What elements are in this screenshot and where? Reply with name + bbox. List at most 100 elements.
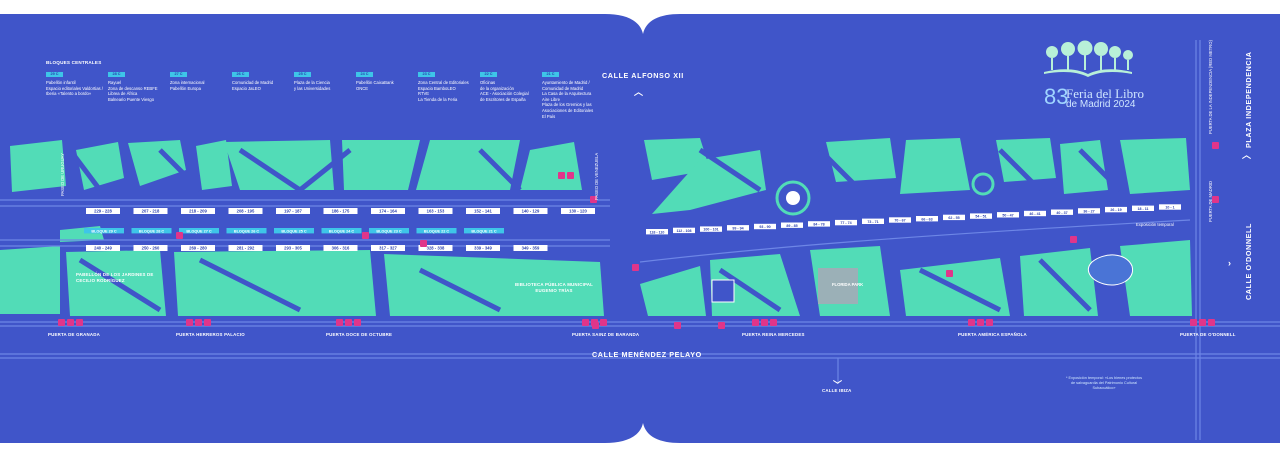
booth-block[interactable]	[997, 212, 1019, 218]
booth-block[interactable]	[86, 208, 120, 214]
booth-label: 36 - 27	[1083, 210, 1094, 214]
legend-item: RTVE	[418, 91, 430, 97]
booth-label: 163 - 153	[427, 209, 445, 214]
booth-block[interactable]	[418, 245, 453, 251]
booth-block[interactable]	[1159, 204, 1181, 210]
booth-label: 186 - 175	[332, 209, 350, 214]
booth-block[interactable]	[943, 214, 965, 221]
booth-block[interactable]	[369, 228, 409, 234]
booth-block[interactable]	[228, 208, 263, 214]
legend-item: Zona internacional	[170, 80, 205, 85]
booth-block[interactable]	[131, 228, 172, 234]
booth-block[interactable]	[181, 208, 215, 214]
legend-item: de la organización	[480, 85, 514, 91]
booth-block[interactable]	[970, 213, 992, 219]
booth-block[interactable]	[889, 217, 911, 223]
service-pictogram-icon	[558, 172, 565, 179]
service-pictogram-icon	[674, 322, 681, 329]
legend-chip: 21 C	[542, 72, 559, 77]
booth-block[interactable]	[466, 245, 500, 251]
booth-block[interactable]	[321, 228, 362, 234]
booth-block[interactable]	[727, 225, 749, 231]
booth-block[interactable]	[1105, 206, 1127, 213]
legend-item: ONCE	[356, 85, 369, 91]
fair-title: Feria del Libro	[1066, 86, 1144, 101]
booth-block[interactable]	[133, 245, 168, 251]
service-pictogram-icon	[946, 270, 953, 277]
booth-label: BLOQUE 27 C	[186, 229, 212, 233]
booth-label: 197 - 187	[284, 209, 302, 214]
booth-label: 218 - 209	[189, 209, 207, 214]
booth-label: 10 - 1	[1165, 206, 1174, 210]
booth-block[interactable]	[916, 216, 938, 222]
booth-label: 54 - 51	[975, 215, 986, 219]
legend-item: Comunidad de Madrid	[232, 80, 274, 85]
booth-block[interactable]	[86, 245, 120, 251]
legend-item: Iberia «Talento a bordo»	[46, 91, 92, 97]
street-alfonso-xii: CALLE ALFONSO XII	[602, 71, 684, 80]
street-venezuela: PASEO DE VENEZUELA	[594, 152, 599, 200]
booth-block[interactable]	[466, 208, 500, 214]
booth-block[interactable]	[835, 219, 857, 226]
booth-block[interactable]	[274, 228, 314, 234]
booth-block[interactable]	[781, 222, 803, 228]
legend-item: Asociaciones de Editoriales	[542, 107, 594, 113]
booth-label: 66 - 63	[921, 217, 932, 221]
legend-item: La Tienda de la Feria	[418, 96, 458, 102]
legend-item: Espacio JaLEO	[232, 85, 261, 91]
booth-block[interactable]	[179, 228, 219, 234]
gate-pictogram-icon	[977, 319, 984, 326]
fair-subtitle: de Madrid 2024	[1066, 99, 1136, 110]
booth-block[interactable]	[464, 228, 504, 234]
booth-block[interactable]	[84, 228, 124, 234]
booth-label: 99 - 94	[732, 226, 743, 230]
booth-block[interactable]	[700, 226, 722, 232]
gate-label: PUERTA REINA MERCEDES	[742, 332, 805, 337]
booth-block[interactable]	[808, 221, 830, 227]
legend-item: Zona de descanso REBFE	[108, 85, 158, 91]
booth-block[interactable]	[561, 208, 595, 214]
chevron-up-icon: ︿	[634, 87, 644, 97]
booth-block[interactable]	[1078, 208, 1100, 214]
gate-label: PUERTA DE GRANADA	[48, 332, 100, 337]
booth-block[interactable]	[513, 208, 548, 214]
booth-block[interactable]	[513, 245, 548, 251]
legend-chip: 25 C	[294, 72, 311, 77]
legend-item: Espacio BamboLEO	[418, 85, 456, 91]
gate-pictogram-icon	[752, 319, 759, 326]
booth-block[interactable]	[1051, 209, 1073, 215]
booth-label: 174 - 164	[379, 209, 397, 214]
booth-block[interactable]	[1132, 205, 1154, 211]
booth-block[interactable]	[133, 208, 168, 214]
service-pictogram-icon	[1070, 236, 1077, 243]
gate-pictogram-icon	[195, 319, 202, 326]
booth-block[interactable]	[371, 245, 405, 251]
booth-block[interactable]	[371, 208, 405, 214]
booth-block[interactable]	[181, 245, 215, 251]
booth-block[interactable]	[646, 229, 668, 235]
street-uruguay: PASEO DE URUGUAY	[60, 153, 65, 196]
gate-pictogram-icon	[761, 319, 768, 326]
booth-block[interactable]	[276, 245, 310, 251]
booth-label: BLOQUE 22 C	[424, 229, 450, 233]
booth-block[interactable]	[276, 208, 310, 214]
booth-block[interactable]	[1024, 210, 1046, 217]
booth-block[interactable]	[226, 228, 267, 234]
chevron-right-icon: ›	[1228, 258, 1231, 268]
booth-block[interactable]	[416, 228, 457, 234]
booth-block[interactable]	[673, 227, 695, 234]
booth-block[interactable]	[323, 208, 358, 214]
booth-block[interactable]	[862, 218, 884, 224]
booth-block[interactable]	[754, 223, 776, 230]
service-pictogram-icon	[1212, 142, 1219, 149]
legend-item: La Casa de la Arquitectura	[542, 91, 592, 97]
booth-block[interactable]	[323, 245, 358, 251]
legend-chip: 28 C	[108, 72, 125, 77]
street-plaza-independencia: PLAZA INDEPENDENCIA	[1244, 51, 1253, 148]
booth-block[interactable]	[228, 245, 263, 251]
booth-block[interactable]	[418, 208, 453, 214]
